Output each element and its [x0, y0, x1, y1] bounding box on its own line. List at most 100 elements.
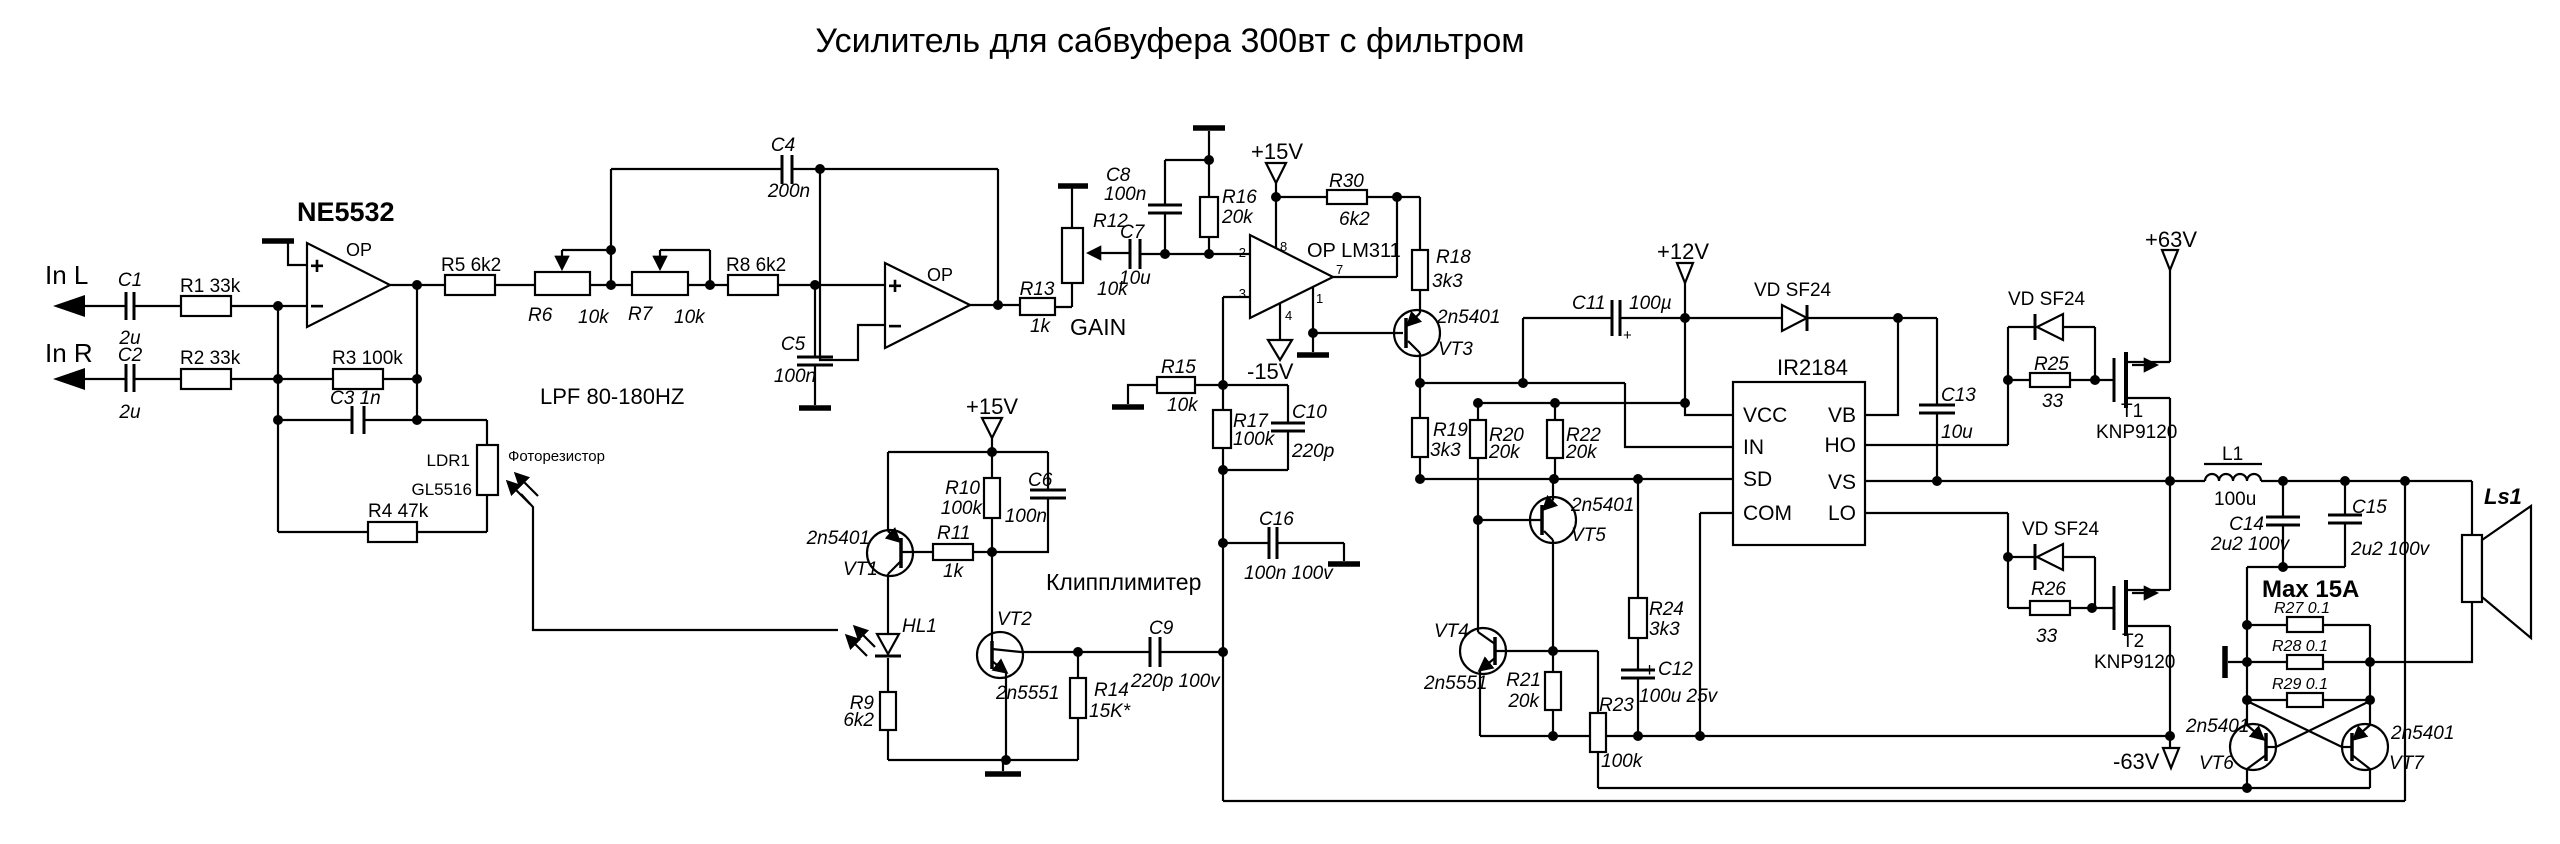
speaker-ls1: [2460, 503, 2533, 641]
transistors: [865, 308, 2390, 772]
label-c2-value: 2u: [118, 402, 141, 423]
label-vd1: VD SF24: [1754, 280, 1832, 301]
transistor-vt1-emitter: [884, 527, 902, 544]
label-p15v-clip: +15V: [966, 394, 1018, 419]
capacitor-c4: [780, 155, 794, 184]
label-r22-value: 20k: [1565, 442, 1598, 463]
label-r5: R5 6k2: [441, 255, 501, 276]
resistor-r29: [2285, 691, 2325, 709]
label-vt5: VT5: [1571, 525, 1606, 546]
led-hl1-light-arrow-1: [852, 624, 876, 648]
capacitor-c1: [124, 292, 136, 320]
label-r29: R29 0.1: [2272, 676, 2328, 693]
label-pin-vb: VB: [1828, 404, 1856, 427]
label-c14: C14: [2229, 514, 2264, 535]
label-vt5-type: 2n5401: [1570, 495, 1634, 516]
capacitor-c15: [2328, 513, 2362, 525]
wires-output-section: [1865, 270, 2474, 788]
diode-vd-sf24-top-triangle: [2034, 312, 2065, 342]
label-vt2: VT2: [997, 609, 1032, 630]
label-r22: R22: [1566, 425, 1601, 446]
label-r2: R2 33k: [180, 348, 241, 369]
opamp-ne5532-2: [883, 261, 973, 350]
label-r13-value: 1k: [1030, 316, 1052, 337]
transistor-vt1-collector: [887, 560, 902, 575]
transistor-vt1: [865, 527, 915, 578]
capacitor-c11: [1610, 300, 1622, 336]
resistor-r11: [931, 542, 975, 562]
capacitor-c2: [124, 364, 136, 392]
label-c11: C11: [1572, 293, 1605, 314]
label-c2: C2: [118, 345, 143, 366]
label-pin7: 7: [1336, 262, 1343, 277]
transistor-vt6-emitter: [2246, 724, 2266, 742]
label-c10-value: 220p: [1291, 441, 1334, 462]
potentiometer-r12: [1060, 226, 1085, 285]
label-pin3: 3: [1239, 286, 1246, 301]
transistor-vt7: [2340, 722, 2390, 772]
label-r6-value: 10k: [578, 307, 610, 328]
transistor-vt7-emitter: [2351, 724, 2371, 742]
ic-symbols: [305, 233, 1867, 547]
label-r17: R17: [1233, 411, 1269, 432]
label-op2-plus: +: [888, 273, 902, 300]
resistor-r30: [1325, 188, 1369, 206]
led-hl1-light-arrow-2: [844, 633, 868, 657]
resistor-r9: [878, 690, 898, 732]
label-gain: GAIN: [1070, 314, 1126, 340]
resistor-r15: [1155, 375, 1197, 395]
capacitor-c5: [797, 355, 833, 367]
transistor-vt7-collector: [2351, 754, 2371, 770]
led-hl1-triangle: [875, 632, 901, 657]
resistor-r4: [366, 520, 419, 544]
label-r20: R20: [1489, 425, 1524, 446]
label-r8: R8 6k2: [726, 255, 786, 276]
resistor-r25: [2028, 371, 2072, 389]
label-c11-plus: +: [1623, 327, 1632, 344]
label-c5-value: 100n: [774, 366, 816, 387]
label-r28: R28 0.1: [2272, 638, 2328, 655]
label-r19-value: 3k3: [1430, 440, 1461, 461]
resistor-r24: [1627, 596, 1649, 640]
potentiometer-r6: [533, 270, 592, 297]
diode-vd-bootstrap: [1780, 303, 1810, 333]
label-cliplimiter: Клипплимитер: [1046, 569, 1201, 595]
label-r9: R9: [850, 693, 875, 714]
capacitor-c3: [350, 406, 366, 434]
transistor-vt4-emitter: [1477, 656, 1496, 672]
label-c7-value: 10u: [1119, 268, 1151, 289]
input-l-arrow: [53, 295, 85, 317]
label-r13: R13: [1020, 279, 1055, 300]
label-c10: C10: [1292, 402, 1327, 423]
label-r11-value: 1k: [943, 561, 965, 582]
resistor-r18: [1410, 248, 1430, 292]
resistor-r21: [1543, 670, 1563, 712]
label-gl5516: GL5516: [412, 480, 473, 499]
label-r4: R4 47k: [368, 501, 429, 522]
label-pin1: 1: [1316, 291, 1323, 306]
ldr1-light-arrow-1: [505, 479, 531, 505]
wires-comparator-section: [1126, 183, 2407, 803]
resistor-r26: [2028, 599, 2072, 617]
resistor-r13: [1018, 296, 1057, 317]
label-c5: C5: [781, 334, 806, 355]
label-r20-value: 20k: [1488, 442, 1521, 463]
p15v-clip-symbol: [980, 416, 1004, 441]
label-vt4-type: 2n5551: [1423, 673, 1487, 694]
schematic-labels: Усилитель для сабвуфера 300вт с фильтром…: [45, 22, 2522, 774]
resistor-r10: [982, 476, 1002, 520]
resistor-r27: [2285, 615, 2325, 634]
label-in-r: In R: [45, 338, 93, 368]
schematic-title: Усилитель для сабвуфера 300вт с фильтром: [815, 22, 1524, 60]
label-c13: C13: [1941, 385, 1976, 406]
label-c6-value: 100n: [1005, 506, 1047, 527]
transistor-vt2-circle: [975, 630, 1025, 680]
potentiometer-r7: [630, 270, 690, 297]
diode-vd-bootstrap-triangle: [1780, 303, 1810, 333]
label-photoresistor: Фоторезистор: [508, 448, 605, 465]
label-vt3: VT3: [1438, 339, 1473, 360]
label-r10: R10: [945, 478, 980, 499]
junction-dots: [273, 155, 2410, 793]
label-max15a: Max 15A: [2262, 576, 2359, 603]
